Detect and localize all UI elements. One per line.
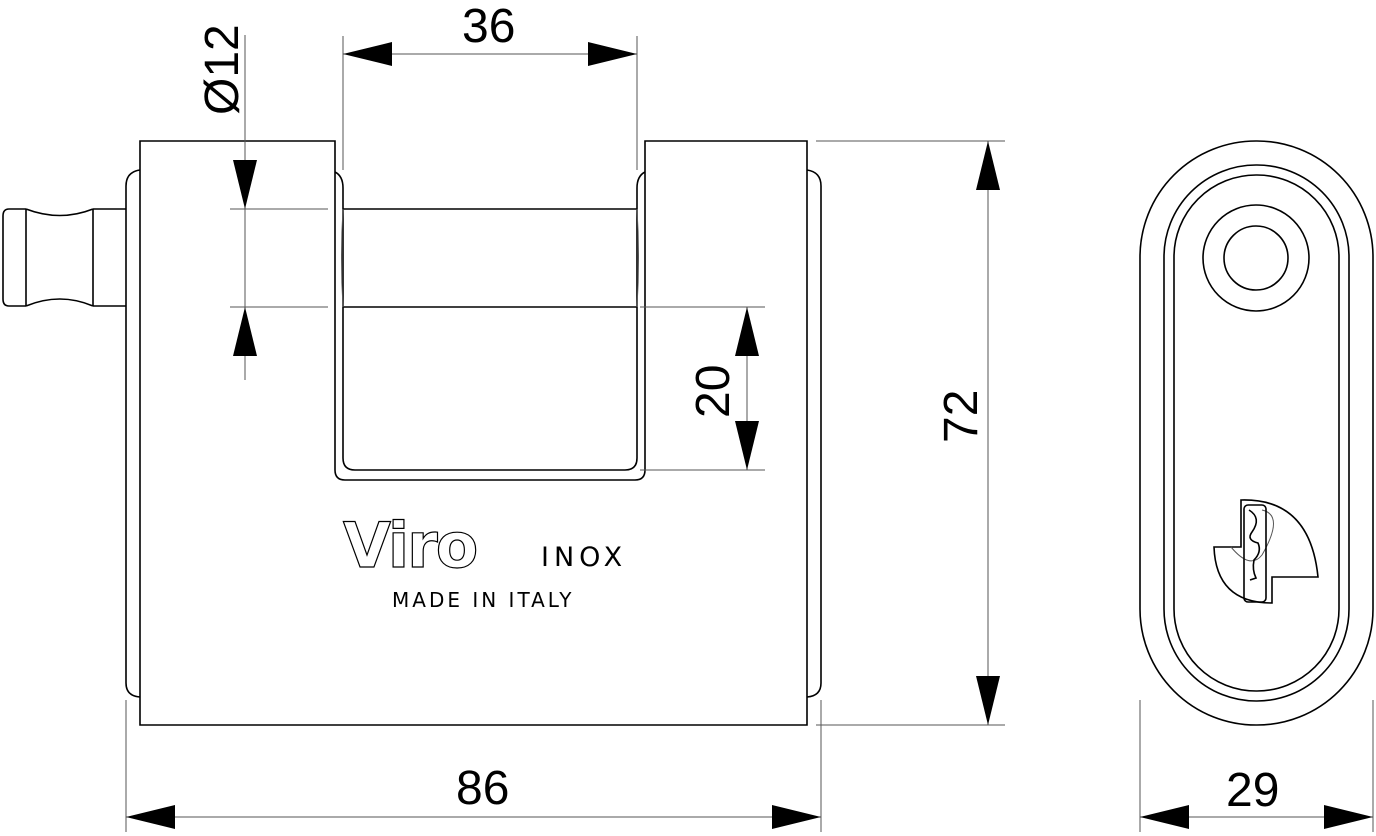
- arrow-down-icon: [735, 421, 759, 470]
- arrow-up-icon: [233, 307, 257, 356]
- dimension-side-depth: 29: [1139, 700, 1374, 832]
- dimension-body-width: 86: [125, 700, 822, 832]
- clearance-20-label: 20: [687, 365, 740, 418]
- shackle-hole-inner: [1223, 225, 1289, 291]
- depth-29-label: 29: [1226, 764, 1279, 817]
- body-back-plate: [125, 169, 141, 698]
- locking-pin: [2, 208, 126, 307]
- arrow-right-icon: [772, 805, 821, 829]
- side-view: [1139, 140, 1374, 726]
- material-label: INOX: [541, 542, 627, 573]
- dimension-shackle-width: 36: [342, 0, 638, 170]
- dimension-clearance: 20: [640, 306, 765, 471]
- width-36-label: 36: [462, 0, 515, 53]
- arrow-right-icon: [588, 42, 637, 66]
- shackle-hole-outer: [1202, 204, 1310, 312]
- shackle: [334, 171, 646, 471]
- width-86-label: 86: [456, 762, 509, 815]
- side-outer-outline: [1139, 140, 1374, 726]
- arrow-up-icon: [976, 141, 1000, 190]
- arrow-right-icon: [1324, 805, 1373, 829]
- origin-label: MADE IN ITALY: [392, 588, 575, 612]
- lock-body: [139, 140, 808, 726]
- arrow-left-icon: [1140, 805, 1189, 829]
- arrow-left-icon: [126, 805, 175, 829]
- dimension-body-height: 72: [816, 140, 1005, 726]
- brand-logo: Viro: [343, 509, 476, 582]
- arrow-left-icon: [343, 42, 392, 66]
- front-view: Viro INOX MADE IN ITALY: [2, 140, 822, 726]
- height-72-label: 72: [935, 390, 988, 443]
- keyhole-icon: [1213, 499, 1319, 604]
- dimension-shackle-diameter: Ø12: [196, 24, 328, 380]
- diameter-label: Ø12: [196, 24, 249, 115]
- arrow-down-icon: [233, 160, 257, 209]
- arrow-down-icon: [976, 676, 1000, 725]
- arrow-up-icon: [735, 307, 759, 356]
